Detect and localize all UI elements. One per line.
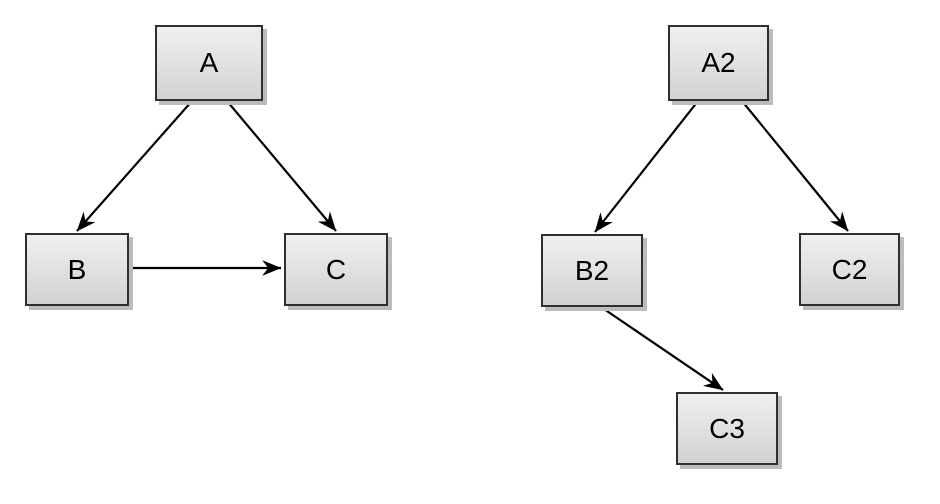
node-a[interactable]: A — [155, 25, 263, 101]
node-label-c3: C3 — [709, 412, 745, 444]
edge-a2-to-c2 — [741, 100, 849, 232]
node-label-a: A — [199, 47, 219, 78]
node-label-c2: C2 — [831, 253, 868, 285]
node-b[interactable]: B — [25, 233, 129, 306]
node-label-b2: B2 — [574, 254, 610, 286]
edge-a-to-c — [226, 100, 337, 232]
node-a2[interactable]: A2 — [668, 25, 769, 101]
node-c2[interactable]: C2 — [799, 233, 900, 306]
node-c3[interactable]: C3 — [676, 392, 778, 465]
node-label-a2: A2 — [701, 47, 736, 78]
node-b2[interactable]: B2 — [541, 234, 643, 307]
edge-a2-to-b2 — [594, 100, 699, 233]
edges-group — [76, 100, 849, 391]
node-label-c: C — [325, 253, 347, 285]
edge-b2-to-c3 — [600, 306, 724, 391]
node-c[interactable]: C — [284, 233, 388, 306]
edge-a-to-b — [76, 100, 193, 232]
node-label-b: B — [67, 253, 87, 285]
